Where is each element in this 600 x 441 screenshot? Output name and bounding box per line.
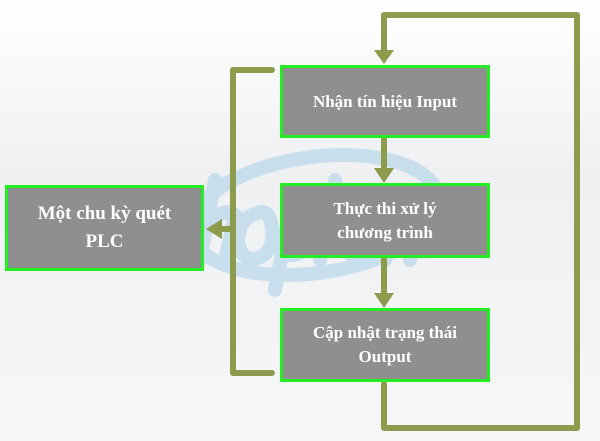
arrow-head-icon: [374, 168, 394, 183]
arrow-head-icon: [374, 293, 394, 308]
loop-back-connector: [381, 12, 580, 431]
node-update-output: Cập nhật trạng thái Output: [280, 308, 490, 382]
node-label: Một chu kỳ quét PLC: [37, 203, 172, 252]
node-execute-program: Thực thi xử lý chương trình: [280, 183, 490, 258]
node-label: Cập nhật trạng thái Output: [312, 323, 458, 366]
arrow-head-icon: [374, 50, 394, 64]
left-bracket-connector: [230, 67, 275, 376]
arrow-head-icon: [206, 219, 222, 239]
node-read-input: Nhận tín hiệu Input: [280, 65, 490, 138]
node-plc-scan-cycle: Một chu kỳ quét PLC: [5, 185, 204, 271]
node-label: Nhận tín hiệu Input: [312, 91, 458, 111]
node-label: Thực thi xử lý chương trình: [333, 198, 437, 242]
